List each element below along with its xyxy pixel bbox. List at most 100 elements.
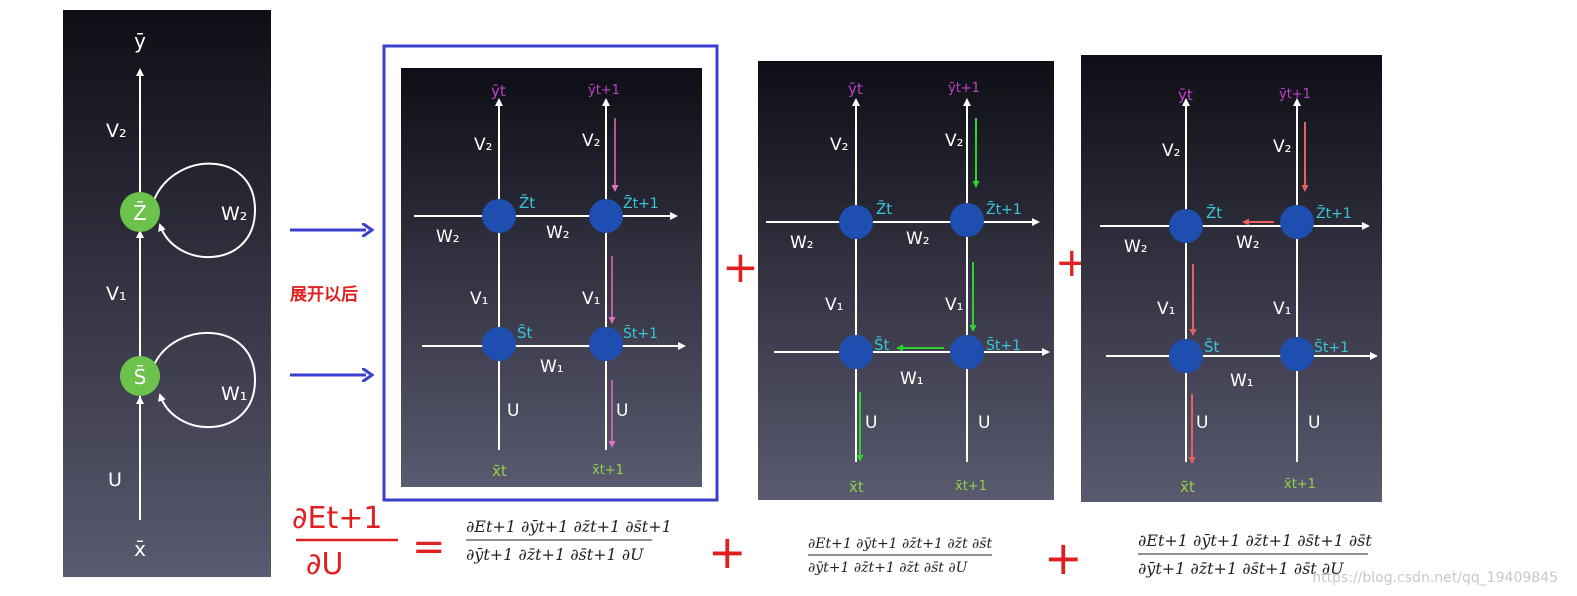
plus-sign-3: + <box>708 525 747 579</box>
panel1-node-s-t <box>482 327 516 361</box>
panel3-label-x-t1: x̄t+1 <box>1284 477 1316 492</box>
panel3-label-s-t: S̄t <box>1204 337 1220 356</box>
panel1-label-y-t1: ȳt+1 <box>588 83 620 98</box>
panel1-label-w2-mid: W₂ <box>546 223 570 243</box>
panel2-label-u-t1: U <box>978 413 990 433</box>
panel3-label-y-t1: ȳt+1 <box>1279 87 1311 102</box>
panel2-label-v2-t1: V₂ <box>945 131 963 151</box>
panel1-label-v1-t: V₁ <box>470 289 488 309</box>
folded-v1-label: V₁ <box>106 283 127 305</box>
term2-numerator: ∂Et+1 ∂ȳt+1 ∂z̄t+1 ∂z̄t ∂s̄t <box>808 536 992 552</box>
panel2-label-v2-t: V₂ <box>830 135 848 155</box>
panel2-label-s-t: S̄t <box>874 335 890 354</box>
unfolded-panel-1: ȳt ȳt+1 x̄t x̄t+1 Z̄t Z̄t+1 S̄t S̄t+1 V₂… <box>401 68 702 487</box>
panel1-label-y-t: ȳt <box>491 82 506 100</box>
highlight-frame <box>382 44 719 502</box>
panel2-node-s-t1 <box>950 335 984 369</box>
term1-numerator: ∂Et+1 ∂ȳt+1 ∂z̄t+1 ∂s̄t+1 <box>466 517 672 536</box>
folded-w1-loop <box>153 332 257 428</box>
panel2-label-u-t: U <box>865 413 877 433</box>
panel3-label-w2-left: W₂ <box>1124 237 1148 257</box>
panel2-label-y-t1: ȳt+1 <box>948 81 980 96</box>
panel1-label-s-t: S̄t <box>517 323 533 342</box>
folded-rnn-panel: Z̄ S̄ ȳ x̄ V₂ V₁ W₂ W₁ U <box>63 10 271 577</box>
panel1-label-v1-t1: V₁ <box>582 289 600 309</box>
formula-row: ∂Et+1 ∂U = ∂Et+1 ∂ȳt+1 ∂z̄t+1 ∂s̄t+1 ∂ȳt… <box>292 501 1372 585</box>
panel3-node-z-t1 <box>1280 205 1314 239</box>
panel2-label-x-t1: x̄t+1 <box>955 479 987 494</box>
panel1-label-z-t1: Z̄t+1 <box>623 194 659 212</box>
panel1-label-u-t: U <box>507 401 519 421</box>
panel1-label-z-t: Z̄t <box>519 193 535 212</box>
folded-w2-label: W₂ <box>221 203 247 225</box>
panel1-label-x-t: x̄t <box>492 462 507 480</box>
panel1-label-v2-t: V₂ <box>474 135 492 155</box>
term3-denominator: ∂ȳt+1 ∂z̄t+1 ∂s̄t+1 ∂s̄t ∂U <box>1138 559 1344 578</box>
panel3-label-z-t1: Z̄t+1 <box>1316 204 1352 222</box>
panel2-label-v1-t: V₁ <box>825 295 843 315</box>
panel1-label-w2-left: W₂ <box>436 227 460 247</box>
panel1-node-z-t <box>482 199 516 233</box>
plus-sign-1: + <box>722 242 759 293</box>
panel2-label-y-t: ȳt <box>848 80 863 98</box>
panel3-label-v2-t1: V₂ <box>1273 137 1291 157</box>
panel3-label-x-t: x̄t <box>1180 478 1195 496</box>
panel2-label-z-t1: Z̄t+1 <box>986 200 1022 218</box>
folded-w2-loop <box>153 162 257 258</box>
folded-node-s <box>120 356 160 396</box>
plus-sign-4: + <box>1044 531 1083 585</box>
panel3-label-v1-t1: V₁ <box>1273 299 1291 319</box>
panel2-node-z-t <box>839 205 873 239</box>
panel1-label-x-t1: x̄t+1 <box>592 463 624 478</box>
panel2-node-s-t <box>839 335 873 369</box>
panel3-label-u-t: U <box>1196 413 1208 433</box>
term3-numerator: ∂Et+1 ∂ȳt+1 ∂z̄t+1 ∂s̄t+1 ∂s̄t <box>1138 531 1372 550</box>
panel2-label-z-t: Z̄t <box>876 199 892 218</box>
panel1-node-z-t1 <box>589 199 623 233</box>
panel3-label-z-t: Z̄t <box>1206 203 1222 222</box>
lhs-numerator: ∂Et+1 <box>292 501 382 536</box>
folded-v2-label: V₂ <box>106 120 127 142</box>
panel3-node-s-t1 <box>1280 337 1314 371</box>
panel2-label-w2-mid: W₂ <box>906 229 930 249</box>
panel3-label-s-t1: S̄t+1 <box>1314 338 1349 356</box>
panel1-label-s-t1: S̄t+1 <box>623 324 658 342</box>
unfold-caption: 展开以后 <box>290 285 358 305</box>
term2-denominator: ∂ȳt+1 ∂z̄t+1 ∂z̄t ∂s̄t ∂U <box>808 560 969 576</box>
panel3-node-s-t <box>1169 339 1203 373</box>
folded-node-s-label: S̄ <box>134 364 147 389</box>
panel2-node-z-t1 <box>950 203 984 237</box>
folded-output-label: ȳ <box>134 29 146 53</box>
panel3-label-v2-t: V₂ <box>1162 141 1180 161</box>
panel2-label-x-t: x̄t <box>849 478 864 496</box>
panel1-label-u-t1: U <box>616 401 628 421</box>
panel3-label-u-t1: U <box>1308 413 1320 433</box>
panel2-label-s-t1: S̄t+1 <box>986 336 1021 354</box>
lhs-denominator: ∂U <box>306 547 343 582</box>
panel1-background <box>401 68 702 487</box>
panel1-node-s-t1 <box>589 327 623 361</box>
unfold-indicator: 展开以后 <box>290 230 366 375</box>
panel3-label-v1-t: V₁ <box>1157 299 1175 319</box>
panel2-label-w2-left: W₂ <box>790 233 814 253</box>
panel3-node-z-t <box>1169 209 1203 243</box>
unfolded-panel-2: ȳt ȳt+1 x̄t x̄t+1 Z̄t Z̄t+1 S̄t S̄t+1 V₂… <box>758 61 1054 500</box>
folded-w1-label: W₁ <box>221 383 247 405</box>
panel1-label-v2-t1: V₂ <box>582 131 600 151</box>
folded-input-label: x̄ <box>134 537 146 561</box>
folded-u-label: U <box>108 469 122 491</box>
watermark: https://blog.csdn.net/qq_19409845 <box>1312 570 1558 586</box>
panel3-label-w2-mid: W₂ <box>1236 233 1260 253</box>
panel1-label-w1: W₁ <box>540 357 564 377</box>
unfolded-panel-3: ȳt ȳt+1 x̄t x̄t+1 Z̄t Z̄t+1 S̄t S̄t+1 V₂… <box>1081 55 1382 502</box>
panel3-background <box>1081 55 1382 502</box>
panel3-label-w1: W₁ <box>1230 371 1254 391</box>
equals-sign: = <box>412 524 446 570</box>
folded-node-z-label: Z̄ <box>133 200 147 225</box>
panel2-label-v1-t1: V₁ <box>945 295 963 315</box>
folded-node-z <box>120 192 160 232</box>
folded-panel-background <box>63 10 271 577</box>
panel2-label-w1: W₁ <box>900 369 924 389</box>
term1-denominator: ∂ȳt+1 ∂z̄t+1 ∂s̄t+1 ∂U <box>466 545 644 564</box>
